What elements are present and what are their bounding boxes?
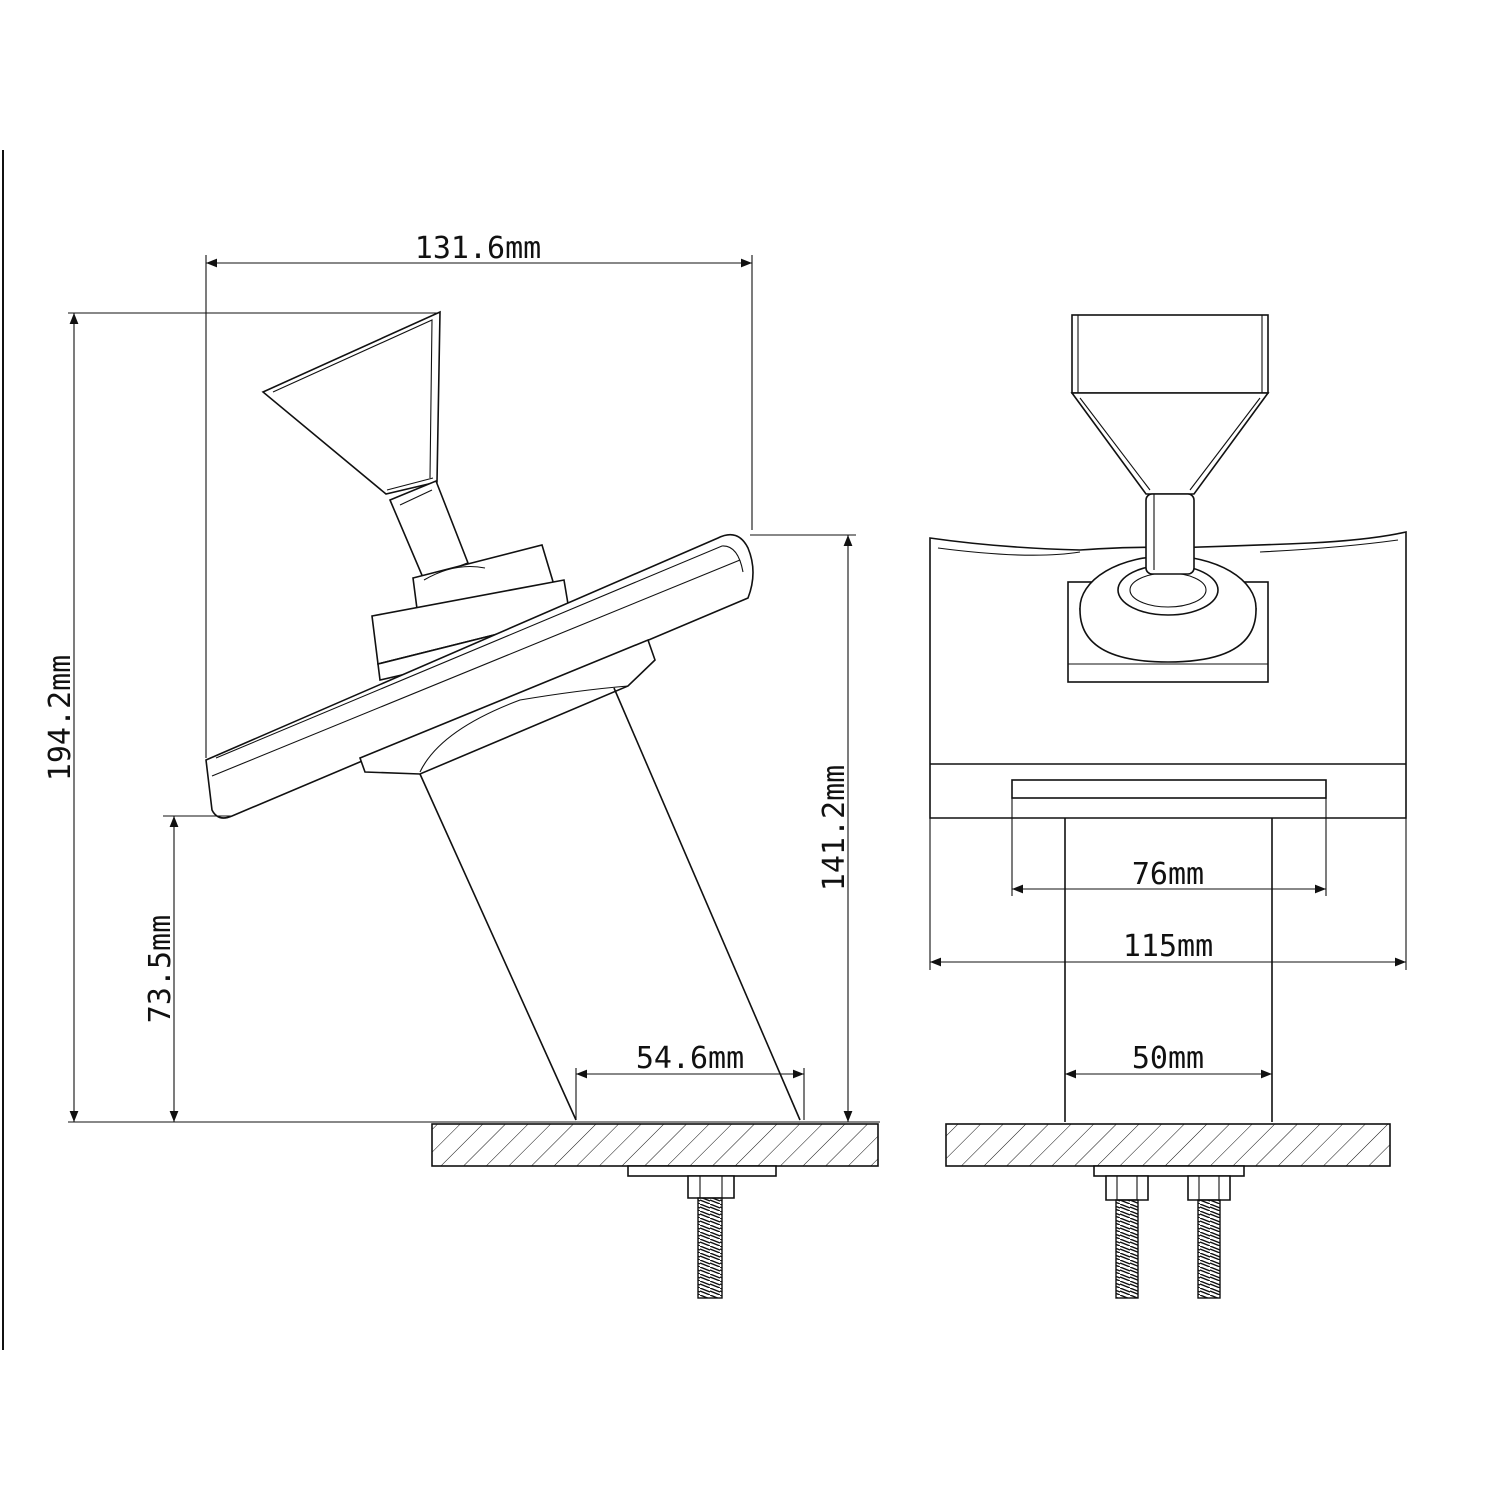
front-handle-lever [1070, 314, 1270, 495]
side-handle-lever [261, 310, 441, 495]
dim-spout-height-label: 141.2mm [817, 765, 852, 891]
dim-overall-width-label: 131.6mm [415, 231, 541, 266]
front-view [929, 314, 1407, 1122]
dim-overall-height-label: 194.2mm [43, 655, 78, 781]
front-mount-nut-right [1187, 1175, 1231, 1201]
dim-clearance-height-label: 73.5mm [143, 915, 178, 1023]
front-mount-nut-left [1105, 1175, 1149, 1201]
front-mount-bolt-right [1197, 1199, 1221, 1299]
dim-base-width-label: 54.6mm [636, 1041, 744, 1076]
dim-front-base-width-label: 50mm [1132, 1041, 1204, 1076]
front-water-outlet [1011, 779, 1327, 799]
dim-outlet-width-label: 76mm [1132, 857, 1204, 892]
side-body-pillar [419, 687, 801, 1121]
side-mount-nut [687, 1175, 735, 1199]
side-dimensions: 131.6mm 194.2mm 141.2mm 73.5mm 54.6mm [43, 231, 880, 1123]
side-mount-bolt [697, 1197, 723, 1299]
side-base-nut [358, 638, 656, 775]
dim-spout-width-label: 115mm [1123, 929, 1213, 964]
front-cartridge [1067, 555, 1269, 683]
side-handle-stem [388, 479, 470, 582]
side-view [205, 310, 801, 1121]
front-mount-bolt-left [1115, 1199, 1139, 1299]
front-countertop [945, 1123, 1391, 1299]
front-dimensions: 76mm 115mm 50mm [929, 798, 1407, 1079]
side-countertop [431, 1123, 879, 1299]
front-handle-stem [1145, 493, 1195, 575]
side-spout [205, 533, 754, 819]
